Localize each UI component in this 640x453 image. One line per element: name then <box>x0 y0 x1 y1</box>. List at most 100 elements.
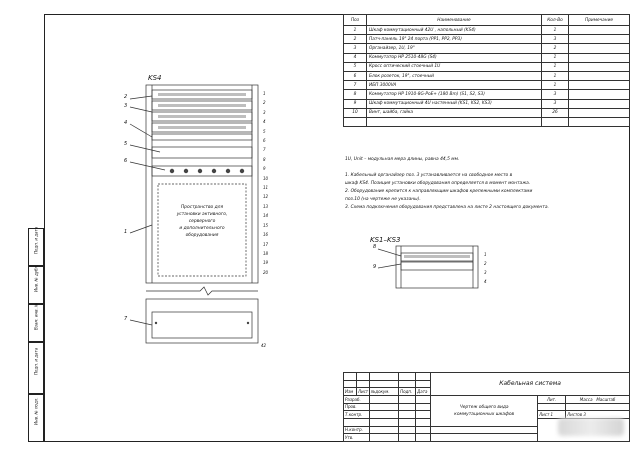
side-stamp-cell: Инв. № дубл. <box>28 265 44 304</box>
tb-role: Пров. <box>342 402 371 412</box>
callout-7: 7 <box>124 316 128 322</box>
tb-col-doc: №докум. <box>369 387 400 396</box>
spec-note <box>568 116 630 128</box>
spec-note <box>568 43 630 54</box>
title-block: Кабельная система Изм Лист №докум. Подп.… <box>342 372 630 443</box>
callout-4: 4 <box>124 120 128 126</box>
rack-ks4-outline <box>145 84 259 284</box>
patch-panel-1 <box>151 89 253 100</box>
side-stamp-cell: Взам. инв. № <box>28 303 44 342</box>
callout-6: 6 <box>124 158 128 164</box>
unit-number: 2 <box>484 261 487 266</box>
tb-role <box>342 417 371 427</box>
unit-number: 7 <box>263 147 266 153</box>
unit-number: 11 <box>263 185 269 191</box>
tb-col-list: Лист <box>355 387 371 396</box>
callout-2: 2 <box>124 94 128 100</box>
unit-number: 16 <box>263 232 269 238</box>
tb-lit: Лит. <box>537 394 567 404</box>
rack-unit-numbers: 1 2 3 4 5 6 7 8 9 10 11 12 13 14 15 16 1… <box>263 89 268 277</box>
tb-mass: Масса <box>579 396 593 402</box>
unit-number: 14 <box>263 213 269 219</box>
space-text-line: серверного <box>188 219 216 224</box>
unit-number: 5 <box>263 128 266 134</box>
unit-number: 6 <box>263 138 266 144</box>
unit-number: 4 <box>263 119 266 125</box>
unit-number: 17 <box>263 241 269 247</box>
tb-col-date: Дата <box>415 387 432 396</box>
unit-number: 9 <box>263 166 266 172</box>
unit-number: 12 <box>263 194 269 200</box>
callout-9: 9 <box>373 264 377 270</box>
spec-row <box>343 116 630 128</box>
callout-3: 3 <box>124 103 128 109</box>
ups-3000va <box>151 311 253 339</box>
rack-small-outline <box>395 245 479 289</box>
ups-section <box>145 298 259 344</box>
unit-number: 19 <box>263 260 269 266</box>
unit-number: 8 <box>263 156 266 162</box>
organizer <box>151 133 253 141</box>
tb-mass-scale: Масса Масштаб <box>565 394 630 404</box>
space-text-line: Пространство для <box>180 205 224 210</box>
unit-number-42: 42 <box>261 343 267 348</box>
unit-number: 18 <box>263 250 269 256</box>
tb-col-sign: Подп. <box>398 387 417 396</box>
tb-scale: Масштаб <box>596 396 616 402</box>
switch-s4 <box>151 122 253 133</box>
unit-number: 3 <box>263 109 266 115</box>
note-unit-definition: 1U, Unit – модульная мера длины, равна 4… <box>345 157 460 162</box>
unit-number: 4 <box>484 279 487 284</box>
patch-panel-3 <box>151 111 253 122</box>
note-3: 3. Схема подключения оборудования предст… <box>345 205 549 210</box>
break-line <box>146 286 258 296</box>
spec-header-row: Поз Наименование Кол-Во Примечание <box>343 14 630 26</box>
spec-note <box>568 52 630 63</box>
tb-role: Утв. <box>342 433 371 442</box>
side-stamp-cell: Подп. и дата <box>28 227 44 266</box>
unit-number: 1 <box>263 91 266 96</box>
blurred-organization-stamp <box>558 418 624 436</box>
drawing-title-line-2: коммутационных шкафов <box>454 411 515 417</box>
system-name: Кабельная система <box>430 372 630 396</box>
unit-number: 3 <box>484 270 487 275</box>
note-2-line-1: 2. Оборудование крепится к направляющим … <box>345 189 533 194</box>
space-text-line: оборудования <box>185 233 219 238</box>
note-1-line-1: 1. Кабельный органайзер поз. 3 устанавли… <box>345 173 513 178</box>
spec-note <box>568 34 630 45</box>
small-switch <box>400 252 474 262</box>
space-text-line: установки активного, <box>176 212 228 217</box>
tb-role: Разраб. <box>342 394 371 404</box>
patch-panel-2 <box>151 100 253 111</box>
unit-number: 13 <box>263 203 269 209</box>
spec-note <box>568 24 630 36</box>
unit-number: 15 <box>263 222 269 228</box>
free-space-area <box>157 183 247 277</box>
unit-number: 10 <box>263 175 269 181</box>
drawing-frame <box>44 14 630 442</box>
callout-8: 8 <box>373 244 377 250</box>
power-strip <box>151 165 253 177</box>
drawing-title: Чертеж общего вида коммутационных шкафов <box>430 394 539 427</box>
unit-number: 2 <box>263 100 266 106</box>
unit-number: 20 <box>263 269 269 275</box>
small-rack-unit <box>400 261 474 271</box>
drawing-title-line-1: Чертеж общего вида <box>459 404 509 410</box>
rack-ks1-ks3-title: KS1–KS3 <box>370 236 401 244</box>
callout-5: 5 <box>124 141 128 147</box>
unit-number: 1 <box>484 252 487 257</box>
optical-cross <box>151 146 253 159</box>
free-space-text: Пространство для установки активного, се… <box>160 204 244 239</box>
tb-role: Т.контр. <box>342 410 371 419</box>
side-stamp-cell: Подп. и дата <box>28 342 44 394</box>
tb-col-izm: Изм <box>343 387 357 396</box>
note-2-line-2: поз.10 (на чертеже не указаны). <box>345 197 421 202</box>
tb-role: Н.контр. <box>342 425 371 435</box>
space-text-line: и дополнительного <box>179 226 225 231</box>
